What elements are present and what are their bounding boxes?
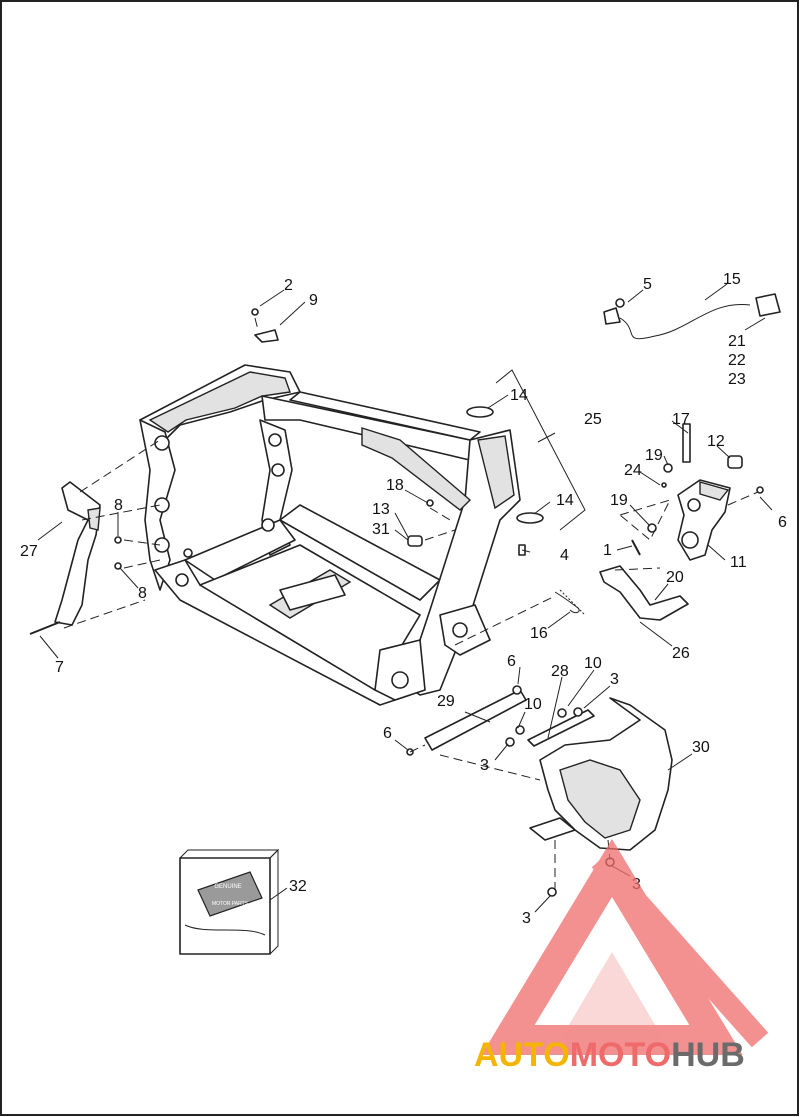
watermark-hub: HUB	[671, 1036, 745, 1074]
callout-13: 13	[372, 501, 390, 518]
assembly-lines	[63, 317, 759, 890]
callout-5: 5	[643, 276, 652, 293]
brake-lever	[554, 565, 689, 621]
callout-17: 17	[672, 411, 690, 428]
sensor-harness	[603, 293, 781, 340]
callout-1: 1	[603, 542, 612, 559]
callout-7: 7	[55, 659, 64, 676]
callout-10b: 10	[524, 696, 542, 713]
callout-14a: 14	[510, 387, 528, 404]
callout-32: 32	[289, 878, 307, 895]
callout-2: 2	[284, 277, 293, 294]
watermark-triangle-icon	[481, 839, 743, 1055]
callout-8b: 8	[138, 585, 147, 602]
callout-9: 9	[309, 292, 318, 309]
callout-26: 26	[672, 645, 690, 662]
front-engine-bracket	[29, 481, 101, 635]
package-label-motor-parts: MOTOR PARTS	[212, 901, 249, 907]
watermark-inner-triangle-icon	[560, 952, 664, 1040]
callout-31: 31	[372, 521, 390, 538]
footrest-bracket	[677, 479, 731, 561]
callout-22: 22	[728, 352, 746, 369]
bracket-group-25	[495, 369, 586, 531]
callout-11: 11	[730, 554, 747, 571]
chin-spoiler	[529, 697, 673, 851]
frame-assembly	[139, 329, 521, 706]
callout-20: 20	[666, 569, 684, 586]
package-label-genuine: GENUINE	[214, 884, 241, 890]
fasteners	[114, 308, 764, 897]
callout-8a: 8	[114, 497, 123, 514]
callout-24: 24	[624, 462, 642, 479]
support-bracket	[527, 709, 595, 747]
callout-23: 23	[728, 371, 746, 388]
watermark-auto: AUTO	[474, 1036, 570, 1074]
callout-4: 4	[560, 547, 569, 564]
callout-12: 12	[707, 433, 725, 450]
mount-bracket	[424, 689, 527, 751]
callout-3d: 3	[522, 910, 531, 927]
callout-29: 29	[437, 693, 455, 710]
callout-25: 25	[584, 411, 602, 428]
callout-27: 27	[20, 543, 38, 560]
callout-10a: 10	[584, 655, 602, 672]
callout-16: 16	[530, 625, 548, 642]
callout-14b: 14	[556, 492, 574, 509]
pivot-pin	[682, 423, 691, 463]
parts-package: GENUINE MOTOR PARTS	[179, 848, 280, 955]
callout-3b: 3	[480, 757, 489, 774]
callout-6a: 6	[778, 514, 787, 531]
callout-15: 15	[723, 271, 741, 288]
leader-lines	[37, 283, 773, 913]
callout-19b: 19	[610, 492, 628, 509]
watermark-text: AUTOMOTOHUB	[474, 1036, 745, 1074]
callout-6c: 6	[383, 725, 392, 742]
bushing	[727, 455, 743, 469]
callout-18: 18	[386, 477, 404, 494]
callout-28: 28	[551, 663, 569, 680]
callout-3a: 3	[610, 671, 619, 688]
watermark	[481, 839, 769, 1055]
callout-30: 30	[692, 739, 710, 756]
callout-21: 21	[728, 333, 746, 350]
callout-19a: 19	[645, 447, 663, 464]
callout-6b: 6	[507, 653, 516, 670]
watermark-moto: MOTO	[570, 1036, 671, 1074]
